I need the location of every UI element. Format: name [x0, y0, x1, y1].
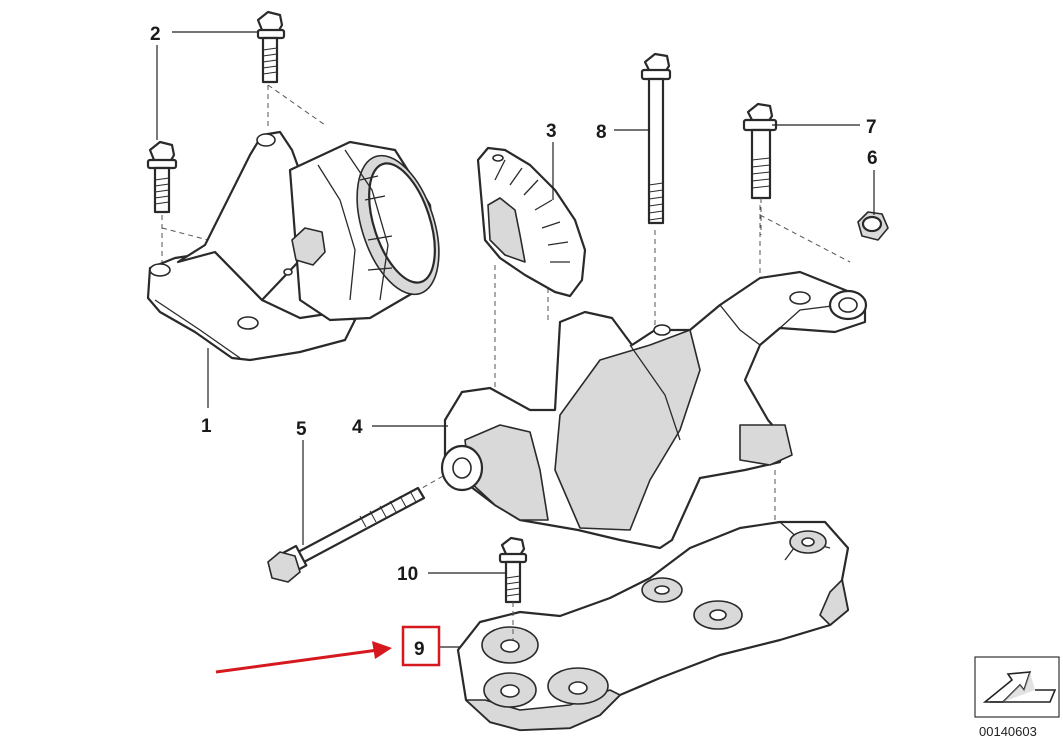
part-4-carrier-bracket[interactable]	[440, 205, 868, 550]
part-5-long-bolt[interactable]	[267, 474, 446, 583]
part-2-bolt-upper[interactable]	[256, 10, 286, 84]
part-1-engine-mount[interactable]	[146, 84, 454, 362]
callout-10[interactable]: 10	[397, 564, 418, 585]
diagram-reference-number: 00140603	[979, 724, 1037, 739]
callout-2[interactable]: 2	[150, 24, 161, 45]
callout-6[interactable]: 6	[867, 148, 878, 169]
direction-arrow-icon	[982, 671, 1057, 703]
callout-3[interactable]: 3	[546, 121, 557, 142]
callout-labels: 1 2 3 4 5 6 7 8 9 10	[150, 24, 878, 660]
part-8-long-bolt[interactable]	[640, 52, 672, 225]
highlight-box	[401, 625, 441, 667]
part-9-base-plate[interactable]	[456, 520, 850, 732]
part-3-heat-shield[interactable]	[476, 146, 587, 390]
callout-1[interactable]: 1	[201, 416, 212, 437]
callout-7[interactable]: 7	[866, 117, 877, 138]
part-7-flange-bolt[interactable]	[742, 102, 778, 235]
part-2-bolt-lower[interactable]	[146, 140, 178, 214]
red-arrow-icon	[215, 648, 379, 674]
callout-9[interactable]: 9	[414, 639, 425, 660]
callout-5[interactable]: 5	[296, 419, 307, 440]
highlight-marker	[215, 625, 441, 674]
part-10-short-bolt[interactable]	[498, 536, 528, 640]
leader-lines	[156, 31, 875, 648]
orientation-marker: 00140603	[974, 656, 1060, 739]
callout-8[interactable]: 8	[596, 122, 607, 143]
callout-4[interactable]: 4	[352, 417, 363, 438]
part-6-nut[interactable]	[857, 211, 889, 241]
